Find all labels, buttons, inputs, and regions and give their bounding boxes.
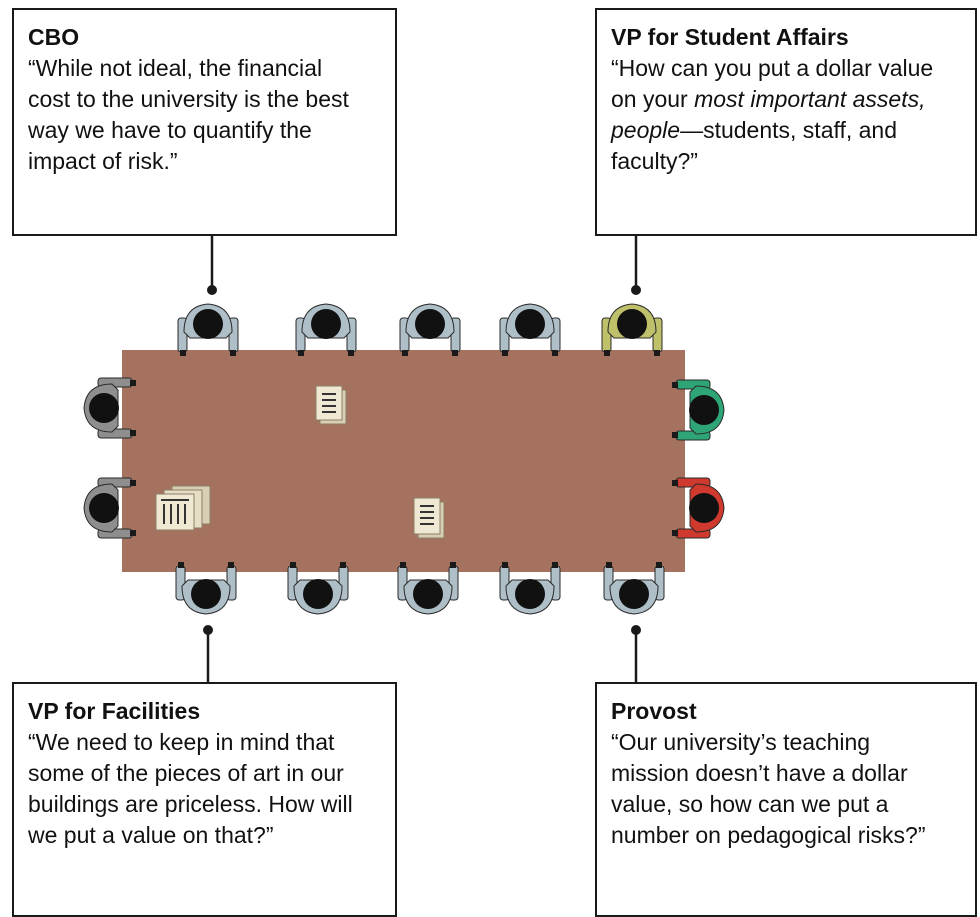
quote-line: number on pedagogical risks?”: [611, 822, 926, 848]
quote-line: impact of risk.”: [28, 148, 178, 174]
connector-vp-student-affairs: [631, 236, 641, 295]
quote-line: we put a value on that?”: [28, 822, 274, 848]
person-figure: [397, 562, 459, 615]
document-icon: [413, 497, 445, 539]
person-figure: [399, 303, 461, 356]
person-figure: [672, 477, 725, 539]
right-end-attendees: [672, 379, 725, 539]
quote-segment: —students, staff, and faculty?”: [611, 117, 898, 174]
person-figure: [499, 303, 561, 356]
person-figure: [83, 377, 136, 439]
callout-quote: “While not ideal, the financial cost to …: [28, 53, 381, 177]
quote-line: some of the pieces of art in our: [28, 760, 344, 786]
bottom-row-attendees: [175, 562, 665, 615]
person-figure: [83, 477, 136, 539]
left-end-attendees: [83, 377, 136, 539]
quote-line: way we have to quantify the: [28, 117, 312, 143]
connector-provost: [631, 625, 641, 682]
spreadsheet-stack-icon: [155, 485, 211, 531]
top-row-attendees: [177, 303, 663, 356]
callout-title: Provost: [611, 698, 697, 724]
callout-title: VP for Facilities: [28, 698, 201, 724]
callout-title: VP for Student Affairs: [611, 24, 849, 50]
person-figure: [175, 562, 237, 615]
quote-line: “We need to keep in mind that: [28, 729, 335, 755]
person-figure: [499, 562, 561, 615]
callout-title: CBO: [28, 24, 80, 50]
person-figure: [177, 303, 239, 356]
callout-provost: Provost “Our university’s teaching missi…: [595, 682, 977, 917]
person-figure: [672, 379, 725, 441]
callout-cbo: CBO “While not ideal, the financial cost…: [12, 8, 397, 236]
quote-line: buildings are priceless. How will: [28, 791, 353, 817]
callout-quote: “We need to keep in mind that some of th…: [28, 727, 381, 851]
quote-line: value, so how can we put a: [611, 791, 889, 817]
quote-line: “Our university’s teaching: [611, 729, 871, 755]
conference-table: [122, 350, 685, 572]
quote-line: cost to the university is the best: [28, 86, 349, 112]
callout-quote: “How can you put a dollar value on your …: [611, 53, 961, 177]
person-figure: [603, 562, 665, 615]
callout-vp-student-affairs: VP for Student Affairs “How can you put …: [595, 8, 977, 236]
quote-line: mission doesn’t have a dollar: [611, 760, 908, 786]
person-figure: [287, 562, 349, 615]
document-icon: [315, 385, 347, 425]
connector-vp-facilities: [203, 625, 213, 682]
quote-segment-emphasis: most important assets, people: [611, 86, 926, 143]
callout-quote: “Our university’s teaching mission doesn…: [611, 727, 961, 851]
connector-cbo: [207, 236, 217, 295]
quote-line: “While not ideal, the financial: [28, 55, 323, 81]
person-figure: [601, 303, 663, 356]
callout-vp-facilities: VP for Facilities “We need to keep in mi…: [12, 682, 397, 917]
person-figure: [295, 303, 357, 356]
quote-segment: “How can you put a dollar value on your: [611, 55, 934, 112]
